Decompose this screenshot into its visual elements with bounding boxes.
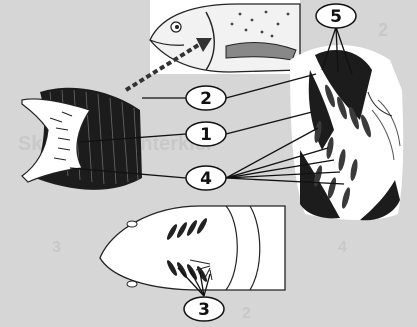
- watermark-number: 4: [338, 239, 347, 256]
- callout-label-3: 3: [198, 300, 210, 320]
- fish-head-illustration: [150, 0, 300, 74]
- gill-basket-illustration: [290, 45, 403, 220]
- callout-5: 5: [316, 4, 356, 28]
- fish-head-top-view: [100, 206, 285, 290]
- watermark-number: 3: [52, 239, 61, 256]
- callout-label-2: 2: [200, 89, 212, 109]
- callout-label-4: 4: [200, 169, 212, 189]
- callout-3: 3: [184, 297, 224, 321]
- watermark-number: 2: [378, 20, 388, 40]
- callout-label-1: 1: [200, 125, 212, 145]
- callout-1: 1: [186, 122, 226, 146]
- callout-2: 2: [186, 86, 226, 110]
- callout-label-5: 5: [330, 7, 342, 27]
- watermark-number: 2: [242, 305, 251, 322]
- callout-4: 4: [186, 166, 226, 190]
